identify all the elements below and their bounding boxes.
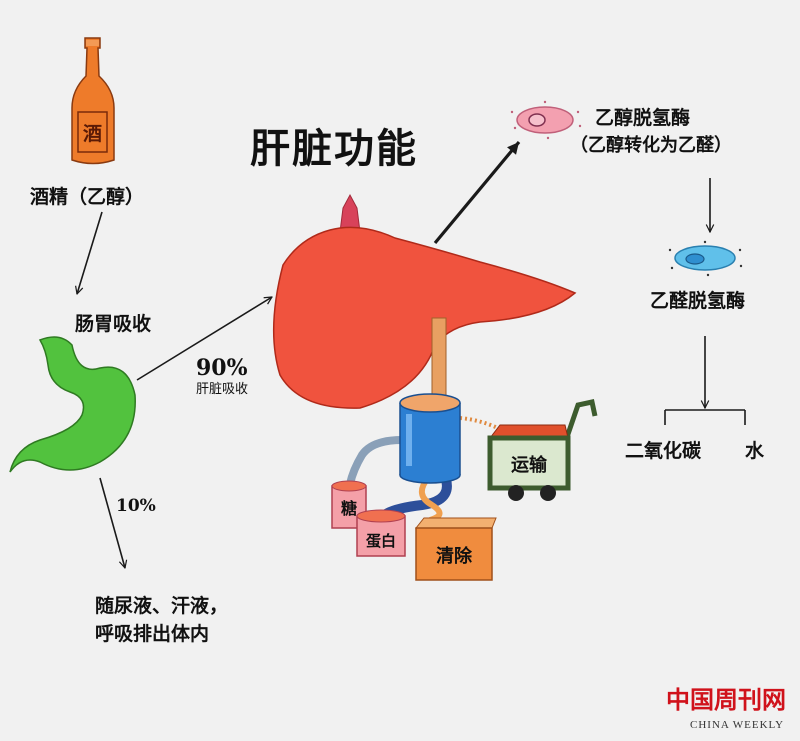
cart-wheel xyxy=(508,485,524,501)
liver-machine: 糖 蛋白 清除 运输 xyxy=(331,317,598,581)
alcohol-label: 酒精（乙醇） xyxy=(30,185,144,208)
pipe-to-clear xyxy=(419,476,443,523)
clear-box: 清除 xyxy=(414,517,497,581)
alcohol-dehydrogenase-cell-icon xyxy=(510,100,582,140)
clear-label: 清除 xyxy=(436,545,473,567)
china-weekly-logo: 中国周刊网 CHINA WEEKLY xyxy=(666,685,786,731)
acetaldehyde-dehydrogenase-cell-icon xyxy=(668,240,743,277)
arrow-stomach-to-excretion xyxy=(99,477,125,568)
protein-label: 蛋白 xyxy=(366,532,396,550)
excretion-line-1: 随尿液、汗液， xyxy=(95,594,228,617)
enzyme1-name: 乙醇脱氢酶 xyxy=(595,106,690,129)
pipe-to-sugar xyxy=(346,436,403,485)
bottle-label: 酒 xyxy=(83,123,102,145)
enzyme2-name: 乙醛脱氢酶 xyxy=(650,289,745,312)
logo-name: 中国周刊网 xyxy=(666,685,786,714)
pump-cylinder xyxy=(399,393,461,484)
bottle-label-frame xyxy=(77,111,108,153)
protein-can: 蛋白 xyxy=(356,509,406,557)
arrow-alcohol-to-stomach xyxy=(77,211,103,294)
liver-absorption-percent: 90% xyxy=(196,355,248,381)
pipe-to-cart xyxy=(459,416,503,432)
page-title: 肝脏功能 xyxy=(250,126,418,172)
products-bracket xyxy=(664,409,746,425)
wine-bottle-icon: 酒 xyxy=(71,37,115,165)
sugar-label: 糖 xyxy=(341,499,357,518)
excreted-percent: 10% xyxy=(116,496,156,516)
transport-cart: 运输 xyxy=(487,399,598,501)
cart-wheel xyxy=(540,485,556,501)
excretion-line-2: 呼吸排出体内 xyxy=(95,622,209,645)
logo-subtitle: CHINA WEEKLY xyxy=(690,719,784,731)
arrow-stomach-to-liver xyxy=(136,297,272,381)
stomach-absorption-label: 肠胃吸收 xyxy=(75,312,151,335)
transport-label: 运输 xyxy=(511,454,548,476)
liver-tube xyxy=(431,317,447,405)
liver-icon xyxy=(272,193,577,409)
cart-handle xyxy=(563,399,598,441)
product-water: 水 xyxy=(745,440,765,462)
product-carbon-dioxide: 二氧化碳 xyxy=(625,439,702,462)
arrow-liver-to-enzyme xyxy=(433,140,521,245)
liver-absorption-label: 肝脏吸收 xyxy=(196,382,248,397)
enzyme1-note: （乙醇转化为乙醛） xyxy=(570,134,732,156)
stomach-icon xyxy=(9,336,136,473)
